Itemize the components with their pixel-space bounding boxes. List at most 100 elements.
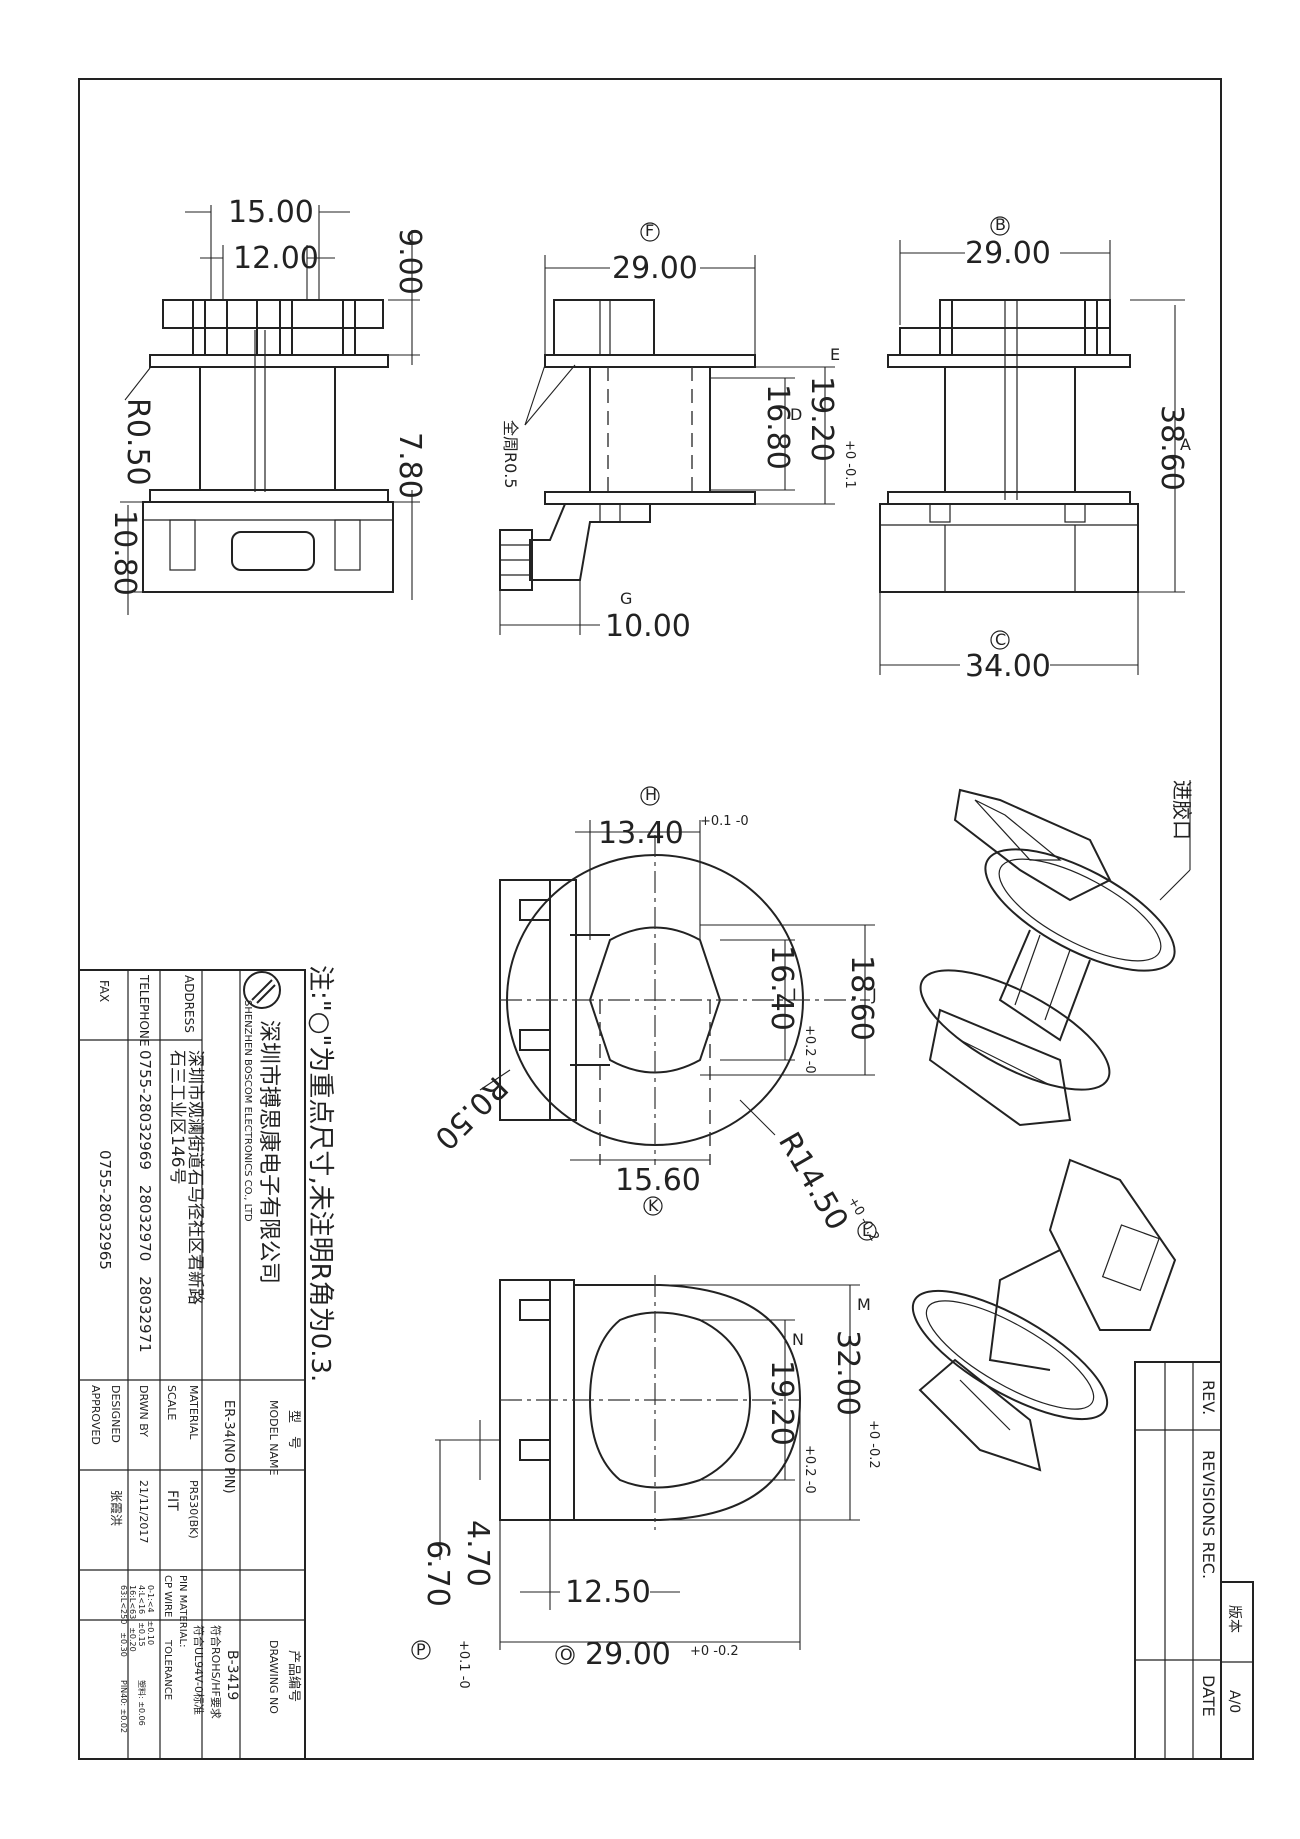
tolerance-label: TOLERANCE — [162, 1639, 173, 1700]
label-I: I — [792, 985, 797, 1004]
dim-18.60: 18.60 — [844, 955, 879, 1041]
tolerance-1: 0-1:<4 ±0.10 — [146, 1585, 155, 1645]
fax-label: FAX — [97, 980, 111, 1002]
model-label: MODEL NAME — [267, 1400, 280, 1475]
scale-label: SCALE — [165, 1385, 178, 1420]
revisions-title: REVISIONS REC. — [1199, 1450, 1218, 1579]
view-side-middle: F 29.00 E 19.20 +0 -0.1 D 16.80 全周R0.5 G… — [499, 221, 857, 644]
designed-label: DESIGNED — [109, 1385, 122, 1443]
label-H: H — [645, 785, 657, 804]
tolerance-2: 4:L<16 ±0.15 — [137, 1585, 146, 1647]
ul-note: 符合UL94V-0标准 — [192, 1625, 206, 1715]
dim-16.40: 16.40 — [764, 945, 799, 1031]
address-line2: 石三工业区146号 — [167, 1050, 187, 1184]
company-name-en: SHENZHEN BOSCOM ELECTRONICS CO., LTD — [242, 1000, 253, 1222]
tol-p: +0.1 -0 — [456, 1640, 471, 1689]
dim-19.20-n: 19.20 — [764, 1360, 799, 1446]
label-A: A — [1180, 435, 1191, 454]
telephone-label: TELEPHONE — [137, 974, 151, 1046]
cp-wire-label: CP WIRE — [162, 1575, 173, 1617]
fax: 0755-28032965 — [96, 1150, 114, 1270]
model-name: ER-34(NO PIN) — [221, 1400, 236, 1494]
title-block: 深圳市搏思康电子有限公司 SHENZHEN BOSCOM ELECTRONICS… — [78, 969, 306, 1760]
dim-12: 12.00 — [233, 241, 319, 276]
dim-r050-b: R0.50 — [427, 1069, 514, 1156]
drawing-no-cn: 产品编号 — [286, 1650, 301, 1702]
isometric-view-bottom — [911, 1158, 1177, 1472]
dim-15.60: 15.60 — [615, 1163, 701, 1198]
view-bottom-middle: M 32.00 +0 -0.2 N 19.20 +0.2 -0 4.70 6.7… — [411, 1275, 881, 1689]
version-label: 版本 — [1226, 1605, 1242, 1633]
approved-label: APPROVED — [89, 1385, 102, 1445]
dim-19.20-e: 19.20 — [804, 376, 839, 462]
isometric-view-top: 进胶口 — [919, 780, 1194, 1127]
view-top-middle: H 13.40 +0.1 -0 J 18.60 I 16.40 +0.2 -0 … — [427, 785, 882, 1244]
dim-16.80: 16.80 — [760, 384, 795, 470]
material: PR530(BK) — [187, 1480, 200, 1539]
drawn-by-label: DRWN BY — [137, 1385, 150, 1437]
dim-34: 34.00 — [965, 649, 1051, 684]
rev-label: REV. — [1199, 1380, 1218, 1415]
dim-32: 32.00 — [830, 1330, 865, 1416]
dim-29-f: 29.00 — [612, 251, 698, 286]
label-M: M — [857, 1295, 871, 1314]
sheet-border — [78, 78, 1222, 1760]
label-C: C — [995, 630, 1006, 649]
company-name-cn: 深圳市搏思康电子有限公司 — [256, 1020, 281, 1284]
telephone: 0755-28032969 28032970 28032971 — [136, 1050, 154, 1353]
label-L: L — [862, 1221, 871, 1240]
dim-4.70: 4.70 — [460, 1520, 495, 1587]
tol-i: +0.2 -0 — [802, 1025, 817, 1074]
dim-7.80: 7.80 — [392, 432, 427, 499]
general-note: 注:"○"为重点尺寸,未注明R角为0.3. — [305, 965, 335, 1382]
address-line1: 深圳市观澜街道石马径社区君新路 — [185, 1050, 205, 1305]
date-label: DATE — [1199, 1675, 1218, 1717]
tol-m: +0 -0.2 — [866, 1420, 881, 1469]
dim-r050-a: R0.50 — [120, 398, 155, 486]
dim-10.80: 10.80 — [107, 510, 142, 596]
tolerance-5: 塑料: ±0.06 — [137, 1680, 147, 1726]
label-F: F — [645, 221, 654, 240]
version: A/0 — [1226, 1690, 1242, 1713]
dim-13.40: 13.40 — [598, 816, 684, 851]
designed-by: 张霞洪 — [109, 1490, 123, 1526]
pin-material-label: PIN MATERIAL: — [177, 1575, 188, 1647]
model-cn: 型 号 — [286, 1410, 301, 1449]
view-front-left: 15.00 12.00 9.00 7.80 10.80 R0.50 — [107, 195, 427, 615]
label-D: D — [790, 405, 802, 424]
label-B: B — [995, 215, 1006, 234]
tol-e: +0 -0.1 — [842, 440, 857, 489]
revisions-block: REV. REVISIONS REC. DATE 版本 A/0 — [1134, 1361, 1254, 1760]
label-J: J — [871, 985, 877, 1004]
label-P: P — [416, 1640, 426, 1659]
tolerance-3: 16:L<63 ±0.20 — [128, 1585, 137, 1652]
tol-h: +0.1 -0 — [700, 814, 749, 829]
drawing-no-label: DRAWING NO — [267, 1640, 280, 1714]
dim-10: 10.00 — [605, 609, 691, 644]
dim-15: 15.00 — [228, 195, 314, 230]
label-G: G — [620, 589, 632, 608]
drawing-no: B-3419 — [224, 1650, 240, 1700]
view-front-right: B 29.00 A 38.60 C 34.00 — [879, 215, 1191, 684]
label-O: O — [560, 1645, 573, 1664]
drawn-date: 21/11/2017 — [137, 1480, 150, 1543]
note-all-r05: 全周R0.5 — [501, 420, 520, 489]
dim-r14.50: R14.50 — [771, 1127, 855, 1237]
address-label: ADDRESS — [182, 975, 196, 1033]
label-gate: 进胶口 — [1170, 780, 1194, 840]
dim-29-b: 29.00 — [965, 236, 1051, 271]
label-E: E — [830, 345, 840, 364]
label-N: N — [792, 1330, 804, 1349]
dim-9: 9.00 — [392, 228, 427, 295]
tol-n: +0.2 -0 — [802, 1445, 817, 1494]
material-label: MATERIAL — [187, 1385, 200, 1440]
dim-12.50: 12.50 — [565, 1575, 651, 1610]
rohs-note: 符合ROHS/HF要求 — [209, 1625, 223, 1719]
dim-38.60: 38.60 — [1154, 405, 1189, 491]
dim-6.70: 6.70 — [420, 1540, 455, 1607]
tolerance-4: 63:L<250 ±0.30 — [119, 1585, 128, 1657]
tol-o: +0 -0.2 — [690, 1644, 739, 1659]
tolerance-6: PIN40: ±0.02 — [119, 1680, 128, 1733]
scale: FIT — [164, 1490, 180, 1511]
